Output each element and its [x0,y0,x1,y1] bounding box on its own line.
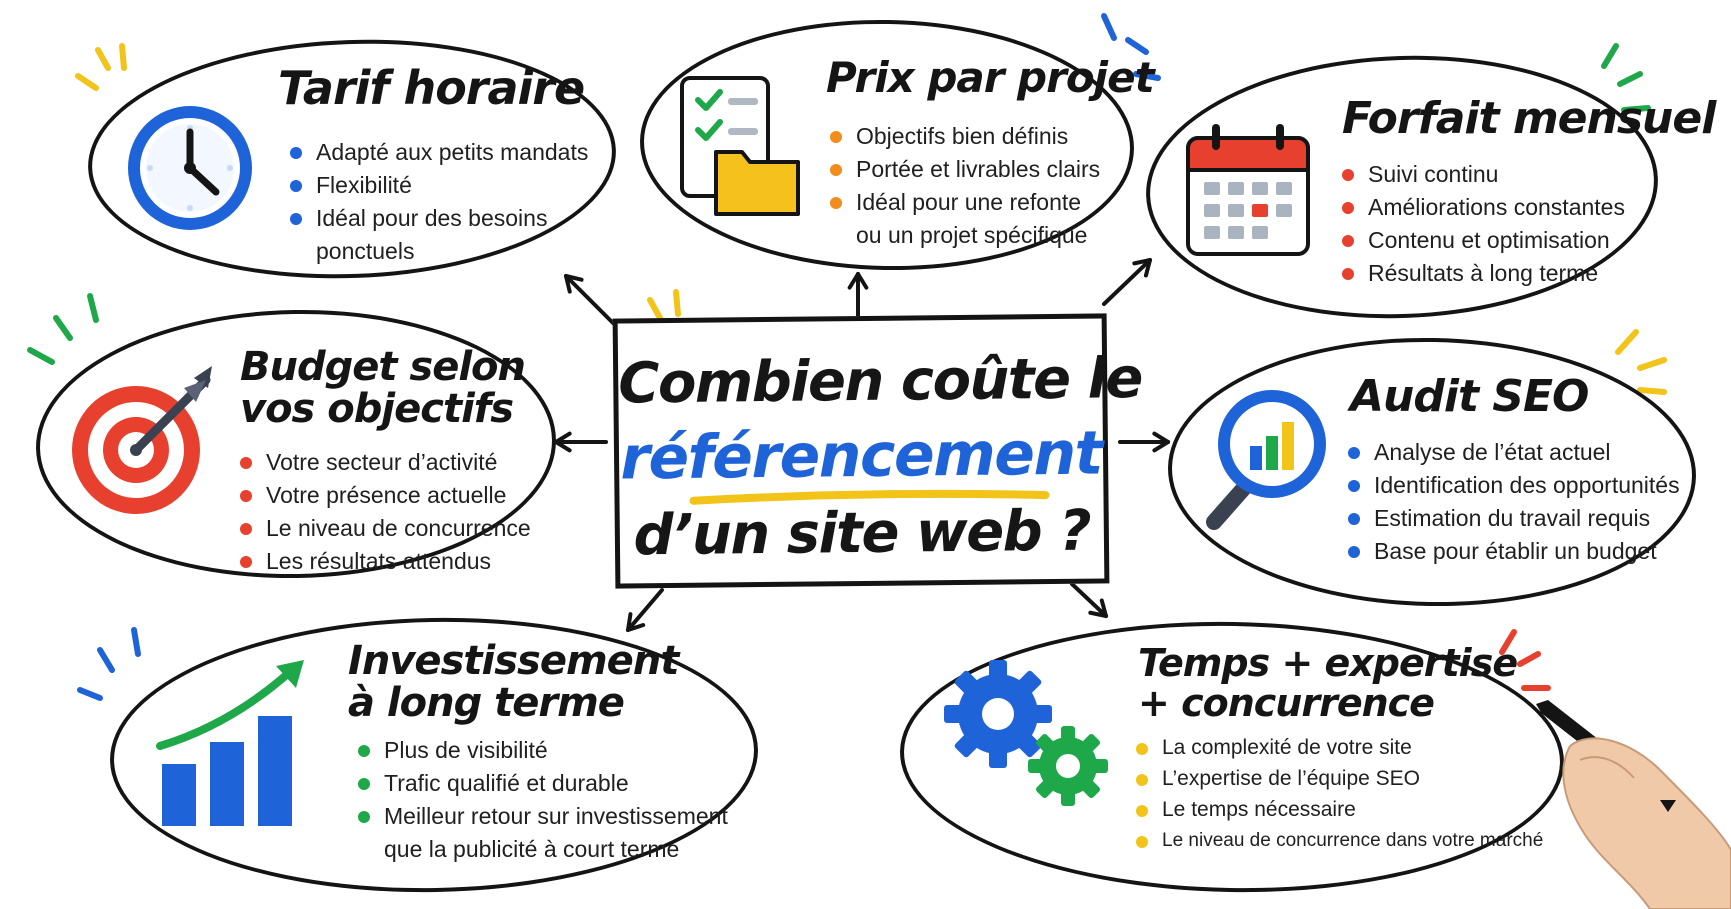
accent-stroke-group [1101,13,1161,81]
list-item: Le niveau de concurrence dans votre marc… [1130,825,1543,856]
central-title-line-1: Combien coûte le [617,346,1143,417]
arrow-to-budget-objectifs [554,431,608,453]
node-list: Adapté aux petits mandats Flexibilité Id… [284,136,588,268]
node-list: Analyse de l’état actuel Identification … [1342,436,1680,568]
arrow-to-temps-expertise [1070,582,1108,618]
accent-stroke-group [1601,43,1651,113]
arrow-to-prix-par-projet [847,272,869,324]
accent-stroke-group [75,43,127,91]
central-title-keyword: référencement [619,418,1103,494]
list-item: Portée et livrables clairs [824,153,1100,186]
list-item: Votre secteur d’activité [234,446,531,479]
list-item: Identification des opportunités [1342,469,1680,502]
list-item: Le niveau de concurrence [234,512,531,545]
hand-marker-icon [1536,700,1731,909]
clock-icon [128,106,252,230]
growth-chart-icon [156,660,304,826]
gears-icon [944,660,1108,806]
checklist-folder-icon [680,76,800,216]
node-title: Prix par projet [826,53,1155,102]
node-list: Suivi continu Améliorations constantes C… [1336,158,1625,290]
arrow-to-investissement [626,588,664,632]
list-item: Votre présence actuelle [234,479,531,512]
accent-stroke-group [77,627,141,701]
list-item: Base pour établir un budget [1342,535,1680,568]
node-list: Objectifs bien définis Portée et livrabl… [824,120,1100,252]
arrow-to-forfait-mensuel [1102,258,1152,306]
list-item: La complexité de votre site [1130,732,1543,763]
list-item: Objectifs bien définis [824,120,1100,153]
list-item: Analyse de l’état actuel [1342,436,1680,469]
list-item: Flexibilité [284,169,588,202]
list-item: Estimation du travail requis [1342,502,1680,535]
accent-stroke-group [1615,329,1667,395]
list-item: Les résultats attendus [234,545,531,578]
node-title: Forfait mensuel [1342,93,1716,144]
highlight-underline [689,489,1050,505]
magnifier-chart-icon [1206,390,1326,530]
accent-stroke-group [27,293,99,365]
list-item: Trafic qualifié et durable [352,767,728,800]
target-arrow-icon [72,366,212,514]
node-list: Plus de visibilité Trafic qualifié et du… [352,734,728,866]
calendar-icon [1186,124,1310,256]
accent-stroke-group [1499,629,1551,691]
arrow-to-audit-seo [1118,431,1170,453]
list-item: Contenu et optimisation [1336,224,1625,257]
list-item: L’expertise de l’équipe SEO [1130,763,1543,794]
arrow-to-tarif-horaire [564,274,616,326]
central-title-line-3: d’un site web ? [633,498,1091,569]
accent-stroke-group [647,289,681,321]
list-item: Suivi continu [1336,158,1625,191]
node-title: Temps + expertise+ concurrence [1138,641,1518,725]
node-title: Audit SEO [1350,371,1589,422]
node-list: La complexité de votre site L’expertise … [1130,732,1543,856]
node-list: Votre secteur d’activité Votre présence … [234,446,531,578]
list-item: Améliorations constantes [1336,191,1625,224]
list-item: Le temps nécessaire [1130,794,1543,825]
list-item: Adapté aux petits mandats [284,136,588,169]
list-item: Plus de visibilité [352,734,728,767]
list-item: Résultats à long terme [1336,257,1625,290]
node-title: Tarif horaire [278,61,585,115]
central-title-box: Combien coûte le référencement d’un site… [612,313,1143,589]
